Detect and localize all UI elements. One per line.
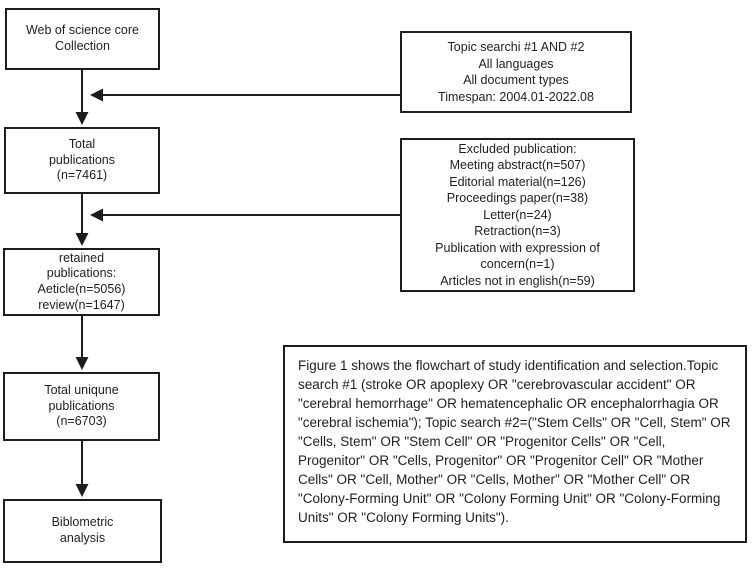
figure-caption: Figure 1 shows the flowchart of study id… [283, 345, 747, 543]
node-bibliometric-analysis: Biblometric analysis [3, 499, 162, 563]
node-total-publications: Total publications (n=7461) [4, 127, 160, 194]
node-retained-publications: retained publications: Aeticle(n=5056) r… [3, 248, 160, 316]
annotation-search-criteria: Topic searchi #1 AND #2 All languages Al… [400, 31, 632, 113]
node-web-of-science-source: Web of science core Collection [5, 8, 160, 70]
annotation-excluded-publications: Excluded publication: Meeting abstract(n… [400, 138, 635, 292]
node-total-unique-publications: Total uniqune publications (n=6703) [3, 372, 160, 441]
